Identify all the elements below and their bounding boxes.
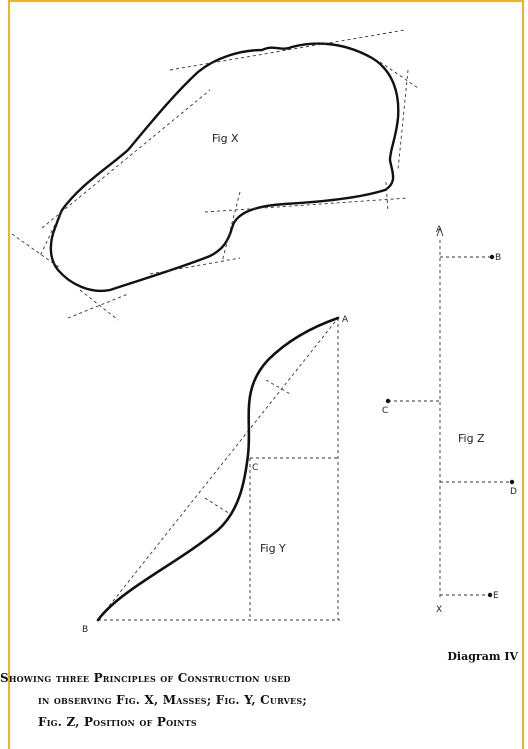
caption-line-1: Showing three Principles of Construction… bbox=[0, 671, 291, 685]
fig-x-tangent-5 bbox=[204, 197, 409, 213]
fig-x-tangent-12 bbox=[385, 181, 389, 213]
caption-line-3: Fig. Z, Position of Points bbox=[38, 715, 197, 729]
fig-x-tangent-4 bbox=[397, 69, 409, 171]
fig-y: A B C Fig Y bbox=[82, 315, 349, 635]
fig-y-chord-ba bbox=[97, 317, 339, 621]
fig-x-tangent-11 bbox=[39, 213, 61, 257]
fig-z-label: Fig Z bbox=[458, 432, 485, 445]
fig-y-point-b: B bbox=[82, 625, 88, 635]
fig-z-point-a: A bbox=[436, 225, 443, 235]
fig-z-point-b: B bbox=[495, 253, 501, 263]
fig-z-point-d: D bbox=[510, 487, 517, 497]
fig-x-tangent-2 bbox=[169, 29, 406, 71]
fig-z: A B C D E X Fig Z bbox=[382, 225, 517, 615]
fig-y-offset-2 bbox=[204, 497, 231, 515]
fig-z-point-c: C bbox=[382, 406, 388, 416]
fig-x-label: Fig X bbox=[212, 132, 239, 145]
fig-z-dot-c bbox=[385, 398, 391, 404]
fig-x-outline bbox=[49, 42, 400, 293]
fig-z-arrowhead bbox=[436, 226, 444, 237]
fig-y-label: Fig Y bbox=[260, 542, 286, 555]
fig-z-dot-e bbox=[487, 592, 493, 598]
page-frame bbox=[8, 0, 524, 749]
fig-x-tangent-1 bbox=[41, 89, 211, 229]
fig-z-dot-b bbox=[489, 254, 495, 260]
fig-x: Fig X bbox=[11, 29, 419, 321]
fig-z-point-x: X bbox=[436, 605, 442, 615]
caption-line-2: in observing Fig. X, Masses; Fig. Y, Cur… bbox=[38, 693, 307, 707]
fig-y-point-a: A bbox=[342, 315, 349, 325]
fig-y-offset-1 bbox=[265, 379, 293, 396]
fig-x-tangent-10 bbox=[79, 289, 119, 321]
fig-x-tangent-6 bbox=[221, 191, 241, 263]
fig-z-point-e: E bbox=[493, 591, 499, 601]
fig-y-curve bbox=[96, 316, 340, 622]
fig-z-dot-d bbox=[509, 479, 515, 485]
fig-y-point-c: C bbox=[252, 463, 258, 473]
fig-x-tangent-9 bbox=[11, 233, 61, 269]
fig-x-tangent-3 bbox=[379, 61, 419, 89]
fig-x-tangent-8 bbox=[67, 293, 129, 319]
diagram-number-label: Diagram IV bbox=[447, 650, 518, 663]
